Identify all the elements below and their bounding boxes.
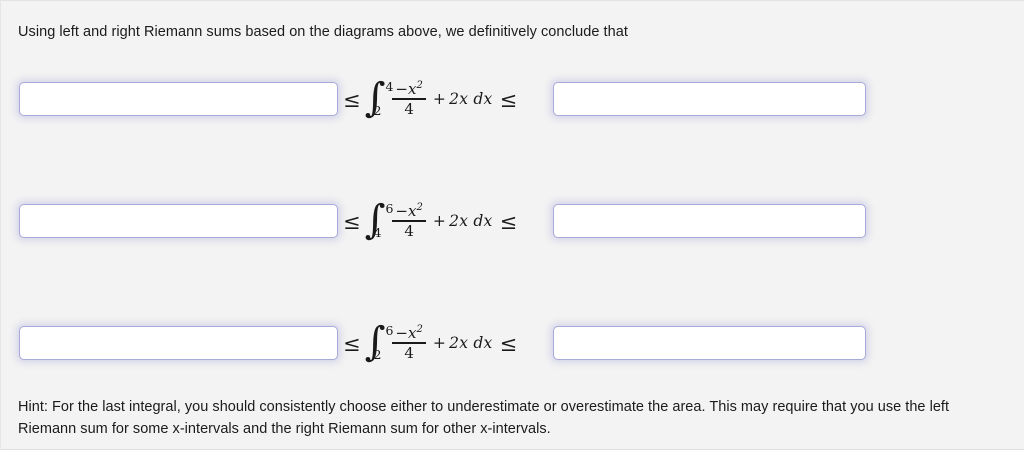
fraction-numerator-1: −x2 (395, 80, 423, 99)
lower-bound-input-3[interactable] (19, 326, 338, 360)
exponent-3: 2 (416, 324, 423, 336)
plus-sign-1: + (432, 90, 447, 108)
integral-sign-icon: ∫ (364, 75, 386, 121)
plus-sign-2: + (432, 212, 447, 230)
linear-term-2: 2x (449, 212, 469, 230)
upper-bound-input-3[interactable] (553, 326, 866, 360)
fraction-bar-3 (392, 342, 426, 344)
integral-limits-1: 4 2 (373, 78, 393, 120)
less-equal-right-3: ≤ (499, 331, 518, 356)
integral-upper-limit-3: 6 (385, 323, 394, 338)
less-equal-right-1: ≤ (499, 87, 518, 112)
less-equal-right-2: ≤ (499, 209, 518, 234)
fraction-denominator-1: 4 (404, 99, 414, 118)
upper-bound-input-2[interactable] (553, 204, 866, 238)
linear-term-3: 2x (449, 334, 469, 352)
fraction-1: −x2 4 (392, 80, 426, 118)
upper-bound-input-1[interactable] (553, 82, 866, 116)
differential-2: dx (473, 212, 493, 230)
integral-upper-limit-1: 4 (385, 79, 394, 94)
hint-text: Hint: For the last integral, you should … (18, 399, 950, 437)
fraction-denominator-3: 4 (404, 343, 414, 362)
exponent-1: 2 (416, 80, 423, 92)
integral-lower-limit-2: 4 (373, 225, 382, 240)
plus-sign-3: + (432, 334, 447, 352)
lower-bound-input-2[interactable] (19, 204, 338, 238)
integral-limits-3: 6 2 (373, 322, 393, 364)
integral-sign-icon: ∫ (364, 319, 386, 365)
integral-lower-limit-1: 2 (373, 103, 382, 118)
less-equal-left-1: ≤ (343, 87, 361, 112)
differential-1: dx (473, 90, 493, 108)
less-equal-left-2: ≤ (343, 209, 361, 234)
integral-upper-limit-2: 6 (385, 201, 394, 216)
integral-lower-limit-3: 2 (373, 347, 382, 362)
prompt-text: Using left and right Riemann sums based … (18, 24, 628, 40)
integral-symbol-group-2: ∫ 6 4 (364, 197, 394, 245)
less-equal-left-3: ≤ (343, 331, 361, 356)
fraction-bar-2 (392, 220, 426, 222)
fraction-3: −x2 4 (392, 324, 426, 362)
fraction-denominator-2: 4 (404, 221, 414, 240)
fraction-2: −x2 4 (392, 202, 426, 240)
integral-sign-icon: ∫ (364, 197, 386, 243)
integral-symbol-group-3: ∫ 6 2 (364, 319, 394, 367)
fraction-numerator-3: −x2 (395, 324, 423, 343)
integral-symbol-group-1: ∫ 4 2 (364, 75, 394, 123)
linear-term-1: 2x (449, 90, 469, 108)
exponent-2: 2 (416, 202, 423, 214)
fraction-bar-1 (392, 98, 426, 100)
integral-limits-2: 6 4 (373, 200, 393, 242)
fraction-numerator-2: −x2 (395, 202, 423, 221)
differential-3: dx (473, 334, 493, 352)
lower-bound-input-1[interactable] (19, 82, 338, 116)
